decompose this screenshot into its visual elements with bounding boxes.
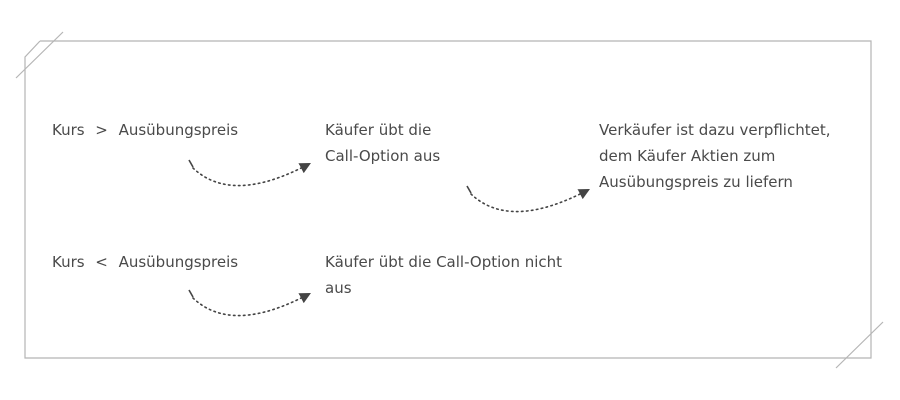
result-line: Call-Option aus xyxy=(325,147,441,165)
result-line: Käufer übt die xyxy=(325,121,432,139)
comparison-operator-less: < xyxy=(95,253,108,271)
arrow-tail-tick xyxy=(188,159,194,168)
arrow-tail-tick xyxy=(466,185,472,194)
condition-price-below-strike: Kurs < Ausübungspreis xyxy=(52,249,238,275)
frame-corner-bottom-right xyxy=(835,321,884,369)
result-exercise: Käufer übt die Call-Option aus xyxy=(325,117,440,169)
arrow-row2 xyxy=(188,289,311,317)
consequence-line: dem Käufer Aktien zum xyxy=(599,147,776,165)
condition-price-above-strike: Kurs > Ausübungspreis xyxy=(52,117,238,143)
consequence-line: Ausübungspreis zu liefern xyxy=(599,173,793,191)
frame-outline xyxy=(24,40,872,359)
comparison-operator-greater: > xyxy=(95,121,108,139)
condition-left-label: Kurs xyxy=(52,253,85,271)
arrow-consequence xyxy=(466,185,590,213)
frame xyxy=(15,31,884,369)
condition-right-label: Ausübungspreis xyxy=(118,121,239,139)
arrow-curve xyxy=(192,292,311,317)
frame-corner-top-left xyxy=(15,31,64,79)
result-line: aus xyxy=(325,279,352,297)
result-line: Käufer übt die Call-Option nicht xyxy=(325,253,563,271)
arrow-curve xyxy=(470,188,590,213)
consequence-line: Verkäufer ist dazu verpflichtet, xyxy=(599,121,831,139)
consequence-seller-obligation: Verkäufer ist dazu verpflichtet, dem Käu… xyxy=(599,117,830,195)
condition-right-label: Ausübungspreis xyxy=(118,253,239,271)
condition-left-label: Kurs xyxy=(52,121,85,139)
arrow-tail-tick xyxy=(188,289,194,298)
result-no-exercise: Käufer übt die Call-Option nicht aus xyxy=(325,249,562,301)
arrow-row1 xyxy=(188,159,311,187)
arrow-curve xyxy=(192,162,311,187)
